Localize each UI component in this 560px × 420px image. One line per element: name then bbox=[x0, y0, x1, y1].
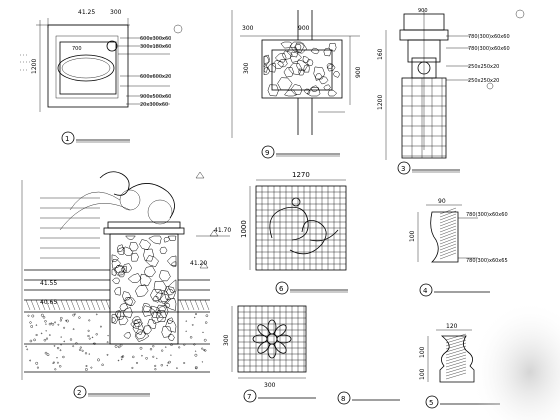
p1-dim-mid: 700 bbox=[72, 46, 82, 52]
p6-dim-left: 1000 bbox=[240, 220, 248, 238]
detail-7-number: 7 bbox=[247, 393, 251, 401]
scan-shadow bbox=[460, 300, 560, 420]
p9-dim-top-b: 900 bbox=[298, 25, 310, 32]
detail-2-number: 2 bbox=[77, 389, 81, 397]
p4-dim-left: 100 bbox=[409, 230, 416, 242]
p3-note-0: 780(300)x60x60 bbox=[468, 34, 510, 40]
detail-6-title bbox=[275, 281, 348, 295]
p5-dim-left-b: 100 bbox=[419, 368, 426, 380]
detail-4-title bbox=[419, 283, 490, 297]
detail-8-number: 8 bbox=[341, 395, 345, 403]
p4-dim-top: 90 bbox=[438, 198, 446, 205]
p5-dim-left-a: 100 bbox=[419, 346, 426, 358]
detail-1-number: 1 bbox=[65, 135, 69, 143]
p3-dim-left-a: 1200 bbox=[377, 95, 384, 110]
detail-2-title bbox=[73, 385, 150, 399]
p3-note-2: 250x250x20 bbox=[468, 64, 499, 70]
detail-4-number: 4 bbox=[423, 287, 428, 295]
detail-1-title bbox=[61, 131, 130, 145]
elev-b: 41.20 bbox=[190, 260, 207, 267]
p1-dim-top-a: 41.25 bbox=[78, 9, 95, 16]
detail-8-title bbox=[337, 391, 400, 405]
detail-7-inlay-plan bbox=[231, 305, 307, 379]
p3-note-3: 250x250x20 bbox=[468, 78, 499, 84]
p3-note-1: 780(300)x60x60 bbox=[468, 46, 510, 52]
detail-2-section bbox=[21, 171, 230, 380]
p1-note-0: 600x300x60 bbox=[140, 36, 171, 42]
p1-note-3: 900x500x60 bbox=[140, 94, 171, 100]
p6-dim-top: 1270 bbox=[292, 171, 310, 179]
detail-1-plan bbox=[20, 18, 183, 112]
p1-dim-left: 1200 bbox=[31, 59, 38, 74]
p9-dim-top-a: 300 bbox=[242, 25, 254, 32]
detail-7-title bbox=[243, 389, 316, 403]
detail-6-mesh-plan bbox=[249, 179, 347, 271]
detail-3-number: 3 bbox=[401, 165, 405, 173]
detail-9-number: 9 bbox=[265, 149, 269, 157]
p5-dim-top: 120 bbox=[446, 323, 458, 330]
detail-3-elevation bbox=[385, 9, 525, 160]
elev-d: 40.65 bbox=[40, 299, 57, 306]
p9-dim-left: 300 bbox=[243, 62, 250, 74]
p1-note-4: 20x300x60 bbox=[140, 102, 168, 108]
elev-c: 41.55 bbox=[40, 280, 57, 287]
p1-note-1: 300x180x60 bbox=[140, 44, 171, 50]
p3-dim-left-b: 160 bbox=[377, 48, 384, 60]
p3-dim-top: 900 bbox=[418, 8, 428, 14]
p7-dim-bottom: 300 bbox=[264, 382, 276, 389]
detail-5-number: 5 bbox=[429, 399, 433, 407]
p1-note-2: 600x600x20 bbox=[140, 74, 171, 80]
detail-6-number: 6 bbox=[279, 285, 284, 293]
p4-note-0: 780(300)x60x60 bbox=[466, 212, 508, 218]
elev-a: 41.70 bbox=[214, 227, 231, 234]
detail-9-title bbox=[261, 145, 340, 159]
p1-dim-top-b: 300 bbox=[110, 9, 122, 16]
detail-3-title bbox=[397, 161, 460, 175]
detail-4-profile bbox=[417, 204, 478, 263]
detail-9-section bbox=[231, 10, 360, 138]
p9-dim-right: 900 bbox=[355, 66, 362, 78]
p4-note-1: 780(300)x60x65 bbox=[466, 258, 508, 264]
p7-dim-left: 300 bbox=[223, 334, 230, 346]
